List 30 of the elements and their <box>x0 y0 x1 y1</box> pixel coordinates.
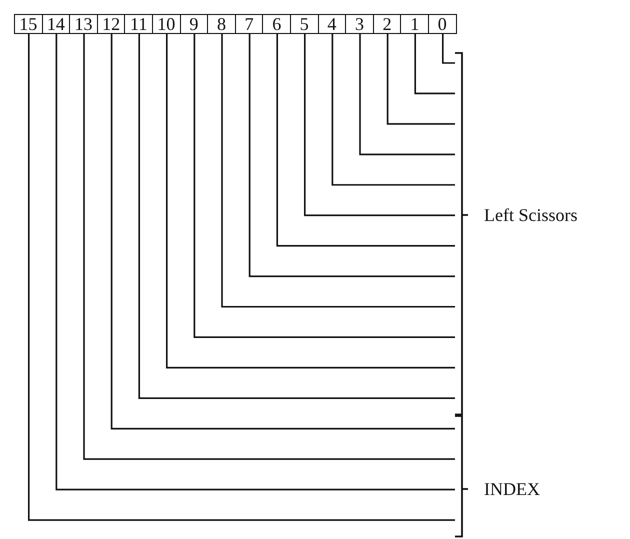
bit-box: 0 <box>428 14 457 34</box>
connector-line <box>442 34 455 64</box>
bit-box: 13 <box>69 14 98 34</box>
bit-box: 11 <box>124 14 153 34</box>
connector-line <box>138 34 455 399</box>
bit-box: 7 <box>234 14 264 34</box>
bit-box: 8 <box>207 14 236 34</box>
connector-line <box>221 34 455 308</box>
bit-box: 3 <box>345 14 374 34</box>
connector-line <box>304 34 455 216</box>
connector-line <box>166 34 455 368</box>
connector-line <box>276 34 455 247</box>
group-label: Left Scissors <box>484 205 578 225</box>
bit-box: 2 <box>372 14 402 34</box>
connector-line <box>194 34 455 338</box>
bit-box: 1 <box>400 14 429 34</box>
bit-box: 12 <box>96 14 126 34</box>
bit-box: 14 <box>42 14 70 34</box>
bit-box: 15 <box>14 14 43 34</box>
bit-box: 4 <box>318 14 346 34</box>
bit-box: 10 <box>152 14 181 34</box>
group-label: INDEX <box>484 479 540 499</box>
connector-line <box>248 34 455 278</box>
connector-line <box>414 34 455 94</box>
bit-box: 5 <box>290 14 319 34</box>
bit-box: 9 <box>180 14 208 34</box>
connector-line <box>386 34 455 125</box>
bit-box: 6 <box>262 14 291 34</box>
connector-line <box>332 34 455 186</box>
connector-line <box>359 34 455 156</box>
